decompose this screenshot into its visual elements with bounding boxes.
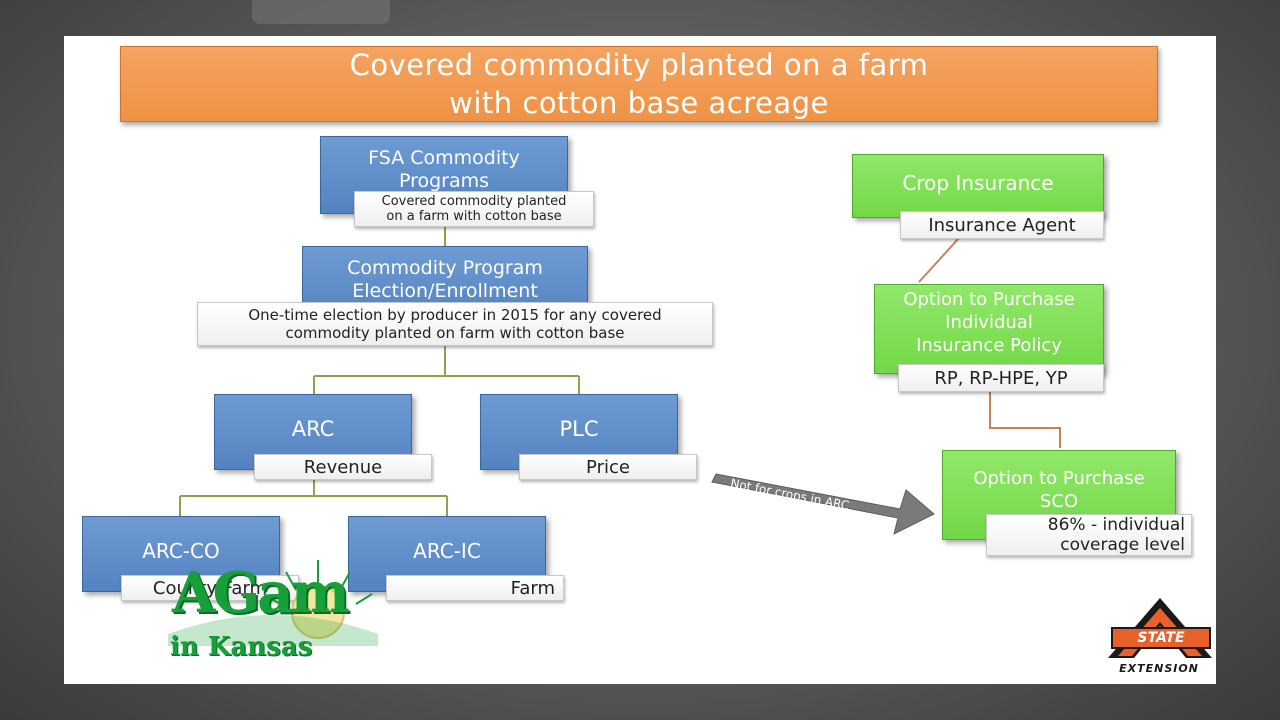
fsa-line-2: Programs <box>398 170 490 192</box>
slide-title: Covered commodity planted on a farm with… <box>120 46 1158 122</box>
connector-policy-sco <box>989 391 1061 448</box>
arc-co-note-text: County Farm <box>152 577 268 599</box>
kansas-logo-text: in Kansas <box>170 632 313 662</box>
title-line-1: Covered commodity planted on a farm <box>349 48 929 82</box>
agam-logo-text: AGam <box>172 560 350 626</box>
osu-extension-logo: STATE Extension <box>1104 598 1214 678</box>
crop-insurance-title: Crop Insurance <box>902 171 1054 195</box>
fsa-note-line-2: on a farm with cotton base <box>386 209 562 224</box>
election-note-line-1: One-time election by producer in 2015 fo… <box>248 306 662 324</box>
osu-name-text: STATE <box>1137 630 1185 646</box>
policy-note-text: RP, RP-HPE, YP <box>934 367 1068 389</box>
plc-title: PLC <box>559 417 599 441</box>
arc-ic-note: Farm <box>386 575 564 601</box>
arc-ic-note-text: Farm <box>510 577 555 599</box>
arc-ic-title: ARC-IC <box>413 539 481 563</box>
fsa-note-line-1: Covered commodity planted <box>381 194 567 209</box>
arrow-not-for-arc <box>711 473 935 535</box>
agam-sun-icon <box>168 560 378 646</box>
crop-insurance-note: Insurance Agent <box>900 211 1104 239</box>
sco-note-line-2: coverage level <box>1060 535 1185 555</box>
policy-line-2: Individual <box>945 312 1033 333</box>
fsa-line-1: FSA Commodity <box>368 147 520 169</box>
arc-note-text: Revenue <box>303 456 383 478</box>
sco-line-1: Option to Purchase <box>973 468 1145 489</box>
osu-logo-icon <box>1108 598 1212 658</box>
election-line-1: Commodity Program <box>347 257 543 279</box>
policy-line-1: Option to Purchase <box>903 289 1075 310</box>
arc-note: Revenue <box>254 454 432 480</box>
crop-insurance-note-text: Insurance Agent <box>928 214 1076 236</box>
title-line-2: with cotton base acreage <box>449 86 829 120</box>
arc-title: ARC <box>291 417 335 441</box>
individual-policy-note: RP, RP-HPE, YP <box>898 364 1104 392</box>
individual-policy-box: Option to Purchase Individual Insurance … <box>874 284 1104 374</box>
fsa-note: Covered commodity planted on a farm with… <box>354 191 594 227</box>
crop-insurance-box: Crop Insurance <box>852 154 1104 218</box>
connector-insurance-policy <box>918 237 960 283</box>
election-note: One-time election by producer in 2015 fo… <box>197 302 713 346</box>
top-tab <box>252 0 390 24</box>
arc-co-note: County Farm <box>121 575 299 601</box>
plc-note-text: Price <box>586 456 630 478</box>
election-note-line-2: commodity planted on farm with cotton ba… <box>285 324 625 342</box>
sco-line-2: SCO <box>1039 491 1079 512</box>
agam-kansas-logo: AGam in Kansas <box>168 556 378 670</box>
osu-extension-text: Extension <box>1119 662 1199 675</box>
slide: Covered commodity planted on a farm with… <box>64 36 1216 684</box>
connector-lines <box>179 226 1061 535</box>
sco-note-line-1: 86% - individual <box>1047 515 1185 535</box>
sco-note: 86% - individual coverage level <box>986 514 1192 556</box>
plc-note: Price <box>519 454 697 480</box>
arc-co-title: ARC-CO <box>142 539 220 563</box>
election-line-2: Election/Enrollment <box>352 280 538 302</box>
policy-line-3: Insurance Policy <box>916 335 1062 356</box>
